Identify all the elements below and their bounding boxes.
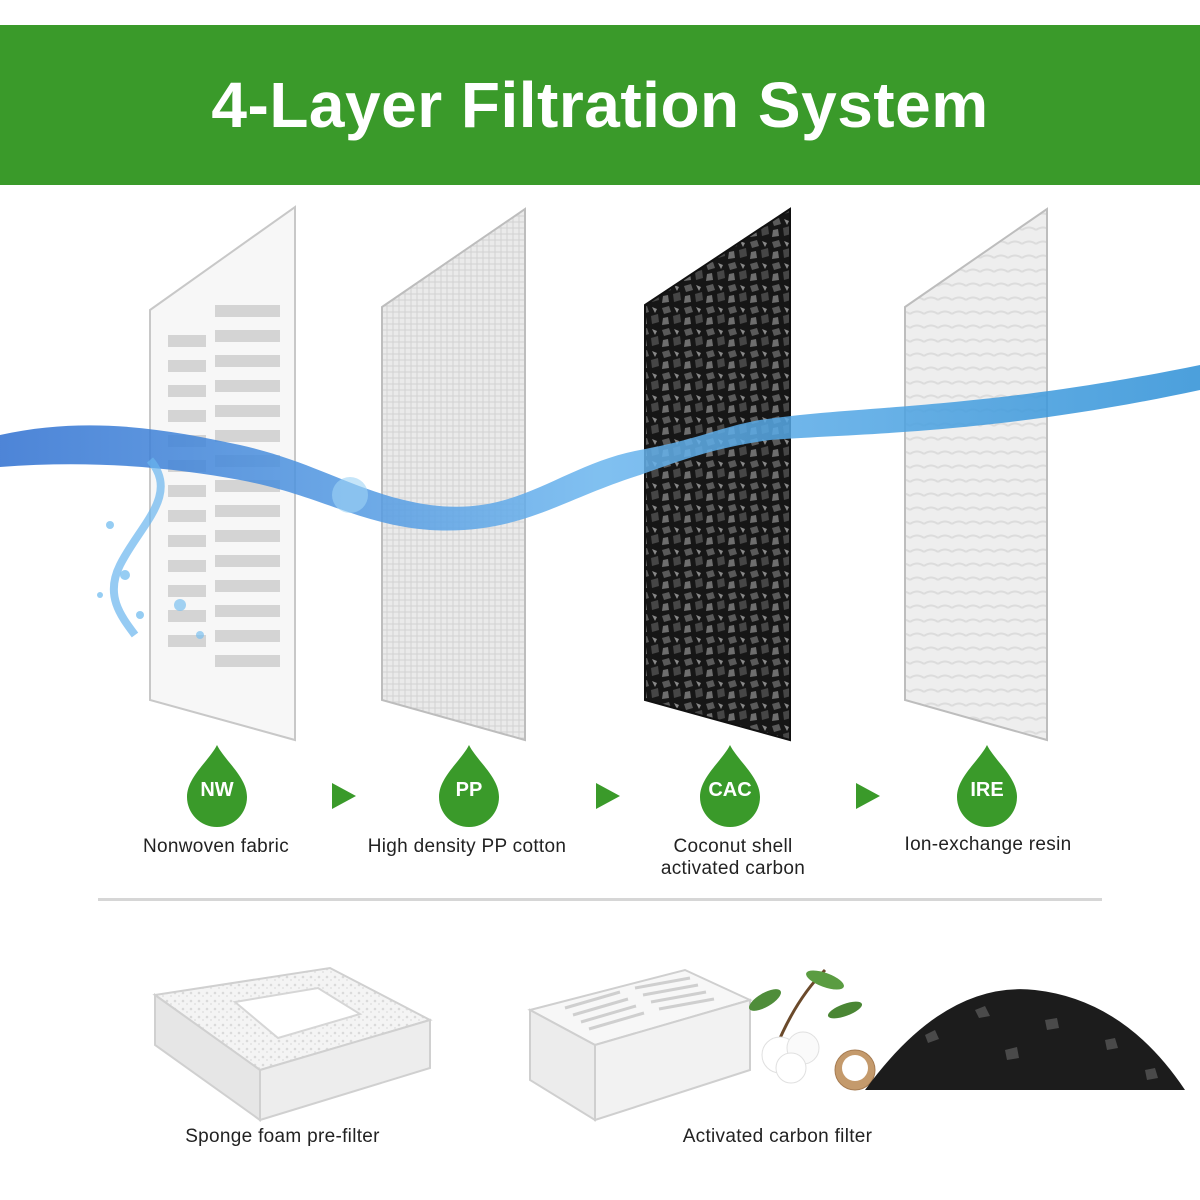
section-divider — [98, 898, 1102, 901]
layer-pp-panel — [381, 207, 526, 742]
product-sponge-name: Sponge foam pre-filter — [185, 1126, 380, 1147]
cotton-plant-image — [749, 968, 876, 1091]
layer-nw-badge: NW — [185, 743, 249, 827]
layer-pp-abbr: PP — [455, 779, 483, 801]
water-stream — [0, 365, 1200, 639]
droplet-icon — [957, 745, 1017, 827]
sponge-foam-image — [152, 966, 433, 1122]
step-arrow-icon — [332, 783, 356, 809]
droplet-icon — [187, 745, 247, 827]
layer-cac-badge: CAC — [698, 743, 762, 827]
page-title: 4-Layer Filtration System — [211, 69, 989, 141]
layer-cac-panel — [644, 207, 791, 742]
product-carbon-name: Activated carbon filter — [682, 1126, 873, 1147]
layer-pp-name: High density PP cotton — [367, 836, 567, 857]
step-arrow-icon — [856, 783, 880, 809]
layer-ire-abbr: IRE — [970, 779, 1004, 801]
layer-ire-panel — [904, 207, 1048, 742]
layer-cac-name-line1: Coconut shell — [673, 836, 793, 857]
title-banner: 4-Layer Filtration System — [0, 25, 1200, 185]
droplet-icon — [700, 745, 760, 827]
layer-pp-badge: PP — [437, 743, 501, 827]
filter-layers-illustration — [0, 205, 1200, 742]
droplet-icon — [439, 745, 499, 827]
carbon-granules-image — [865, 989, 1185, 1090]
layer-cac-name-line2: activated carbon — [660, 858, 806, 879]
layer-ire-name: Ion-exchange resin — [904, 834, 1072, 855]
carbon-filter-image — [527, 968, 1185, 1122]
layer-nw-name: Nonwoven fabric — [142, 836, 290, 857]
layer-nw-abbr: NW — [200, 779, 234, 801]
layer-cac-abbr: CAC — [708, 779, 752, 801]
step-arrow-icon — [596, 783, 620, 809]
layer-ire-badge: IRE — [955, 743, 1019, 827]
layer-labels: NW Nonwoven fabric PP High density PP co… — [0, 740, 1200, 890]
